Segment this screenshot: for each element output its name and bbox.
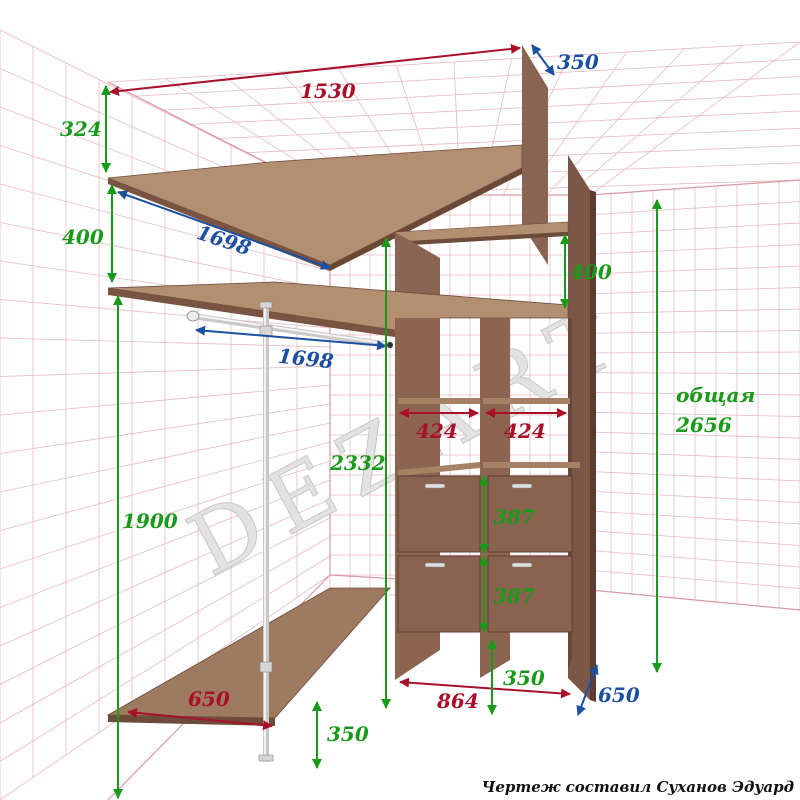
drawer-upper-left (397, 475, 481, 553)
dim-drawer-top: 387 (493, 505, 535, 529)
grid-line (589, 351, 800, 354)
dim-total-value: 2656 (675, 413, 732, 437)
grid-line (589, 510, 800, 525)
grid-line (589, 530, 800, 546)
grid-line (589, 244, 800, 255)
drawer-upper-right (487, 475, 573, 553)
grid-line (589, 265, 800, 275)
dim-top-depth: 350 (557, 50, 599, 74)
right-side-panel (568, 155, 590, 700)
dim-bottom-width: 864 (436, 689, 479, 713)
grid-line (589, 222, 800, 235)
top-back-panel (522, 45, 548, 265)
grid-line (589, 431, 800, 439)
grid-line (0, 555, 331, 762)
grid-line (0, 479, 331, 608)
wardrobe-furniture (106, 45, 596, 762)
grid-line (0, 536, 331, 724)
grid-line (218, 110, 800, 139)
dim-side-depth: 650 (598, 683, 640, 707)
grid-line (0, 422, 331, 493)
grid-line (589, 287, 800, 295)
dim-cell-right: 424 (504, 419, 546, 443)
grid-line (589, 490, 800, 503)
grid-line (589, 308, 800, 314)
grid-line (589, 201, 800, 216)
dim-total-label: общая (676, 383, 755, 407)
dim-top-gap: 324 (60, 117, 102, 141)
grid-line (589, 471, 800, 482)
grid-line (0, 365, 331, 377)
dim-top-width: 1530 (300, 79, 356, 103)
drawer-lower-right (487, 555, 573, 633)
author-caption: Чертеж составил Суханов Эдуард (481, 778, 794, 796)
dim-rod-height: 1900 (122, 509, 178, 533)
grid-line (589, 330, 800, 334)
grid-line (589, 550, 800, 568)
grid-line (0, 299, 331, 329)
grid-line (0, 384, 331, 416)
dim-shelf-gap-left: 400 (62, 225, 104, 249)
dim-shelf-gap-right: 400 (570, 260, 612, 284)
dim-rod-length: 1698 (277, 344, 335, 374)
drawer-lower-left (397, 555, 481, 633)
dim-floor-shelf-depth: 650 (188, 687, 230, 711)
dim-cell-left: 424 (416, 419, 458, 443)
grid-line (589, 372, 800, 374)
grid-line (107, 41, 800, 83)
grid-line (0, 460, 331, 570)
grid-line (163, 76, 800, 111)
grid-line (0, 441, 331, 531)
floor-shelf (106, 587, 391, 719)
grid-line (0, 517, 331, 685)
dim-drawer-bottom: 387 (493, 584, 535, 608)
grid-line (0, 403, 331, 454)
dim-bottom-depth: 350 (503, 666, 545, 690)
grid-line (589, 392, 800, 396)
grid-line (589, 451, 800, 460)
grid-line (589, 569, 800, 589)
dim-floor-shelf-height: 350 (327, 722, 369, 746)
grid-line (191, 93, 800, 125)
grid-line (0, 498, 331, 647)
grid-line (589, 411, 800, 417)
dim-unit-height: 2332 (329, 451, 386, 475)
